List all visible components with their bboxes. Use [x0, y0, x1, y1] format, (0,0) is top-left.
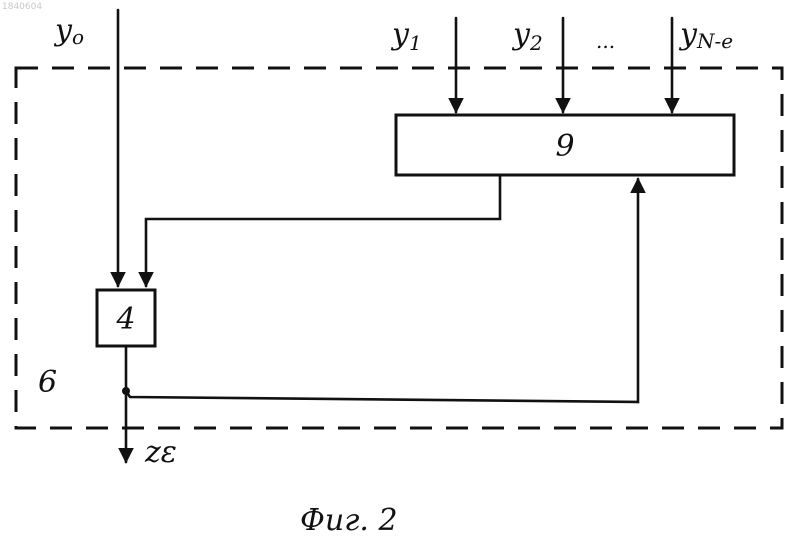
block-9-label: 9	[555, 129, 574, 164]
label-region-6: 6	[38, 365, 57, 400]
label-ellipsis: ...	[596, 29, 615, 53]
label-y1: y1	[390, 17, 422, 55]
label-y2: y2	[511, 17, 543, 55]
label-yn: yN-e	[678, 17, 733, 53]
figure-caption: Фиг. 2	[300, 503, 398, 538]
arrow-feedback-to-block-9	[126, 179, 638, 402]
label-output-z: zε	[144, 435, 177, 470]
arrow-block-9-to-block-4	[146, 175, 500, 286]
block-4-label: 4	[115, 302, 135, 337]
label-y0: yo	[53, 13, 84, 49]
patent-number-stamp: 1840604	[2, 2, 42, 12]
